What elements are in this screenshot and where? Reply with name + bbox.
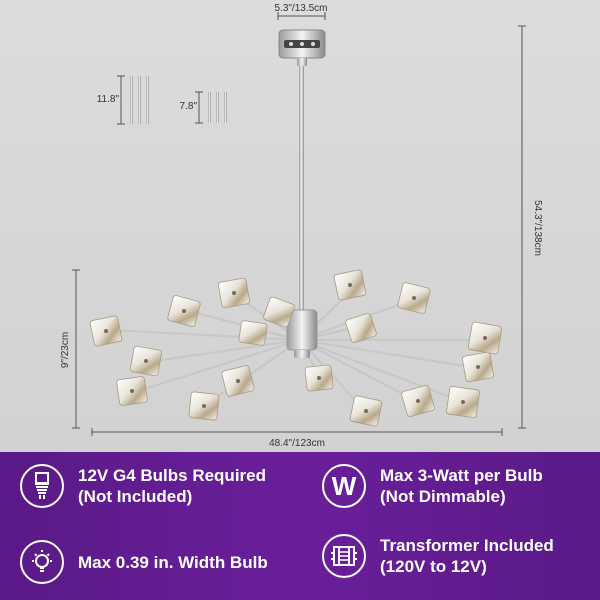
crystal-bulbs <box>104 283 487 413</box>
chandelier-drawing: 5.3"/13.5cm 54.3"/138cm <box>60 3 543 449</box>
bulb-width-icon <box>20 540 64 584</box>
suspension-rod <box>299 66 304 318</box>
feature-panel: 12V G4 Bulbs Required (Not Included) W M… <box>0 452 600 600</box>
center-hub <box>286 309 318 358</box>
chandelier-diagram: 5.3"/13.5cm 54.3"/138cm <box>0 0 600 452</box>
rod-short-label: 7.8" <box>180 101 198 112</box>
w-letter: W <box>331 470 357 501</box>
canopy-width-dimension: 5.3"/13.5cm <box>274 3 328 20</box>
feature-transformer-line1: Transformer Included <box>380 536 554 555</box>
rod-short-dimension: 7.8" <box>180 91 227 124</box>
total-height-dimension: 54.3"/138cm <box>518 25 543 429</box>
total-height-label: 54.3"/138cm <box>532 200 543 256</box>
g4-bulb-icon <box>20 464 64 508</box>
feature-wattage-line2: (Not Dimmable) <box>380 487 506 506</box>
body-width-label: 48.4"/123cm <box>269 438 325 449</box>
rod-long-dimension: 11.8" <box>97 75 149 125</box>
rod-long-label: 11.8" <box>97 94 120 105</box>
transformer-icon <box>322 534 366 578</box>
canopy-width-label: 5.3"/13.5cm <box>274 3 327 14</box>
feature-transformer: Transformer Included (120V to 12V) <box>322 534 554 578</box>
feature-bulb-width-line1: Max 0.39 in. Width Bulb <box>78 552 268 572</box>
feature-bulb-width: Max 0.39 in. Width Bulb <box>20 540 268 584</box>
feature-bulbs: 12V G4 Bulbs Required (Not Included) <box>20 464 266 508</box>
body-height-label: 9"/23cm <box>60 332 71 368</box>
feature-bulbs-line2: (Not Included) <box>78 487 193 506</box>
feature-bulbs-line1: 12V G4 Bulbs Required <box>78 466 266 485</box>
feature-wattage-line1: Max 3-Watt per Bulb <box>380 466 543 485</box>
body-height-dimension: 9"/23cm <box>60 269 80 429</box>
feature-wattage: W Max 3-Watt per Bulb (Not Dimmable) <box>322 464 543 508</box>
canopy <box>278 29 326 66</box>
body-width-dimension: 48.4"/123cm <box>91 428 503 449</box>
feature-transformer-line2: (120V to 12V) <box>380 557 487 576</box>
w-letter-icon: W <box>322 464 366 508</box>
